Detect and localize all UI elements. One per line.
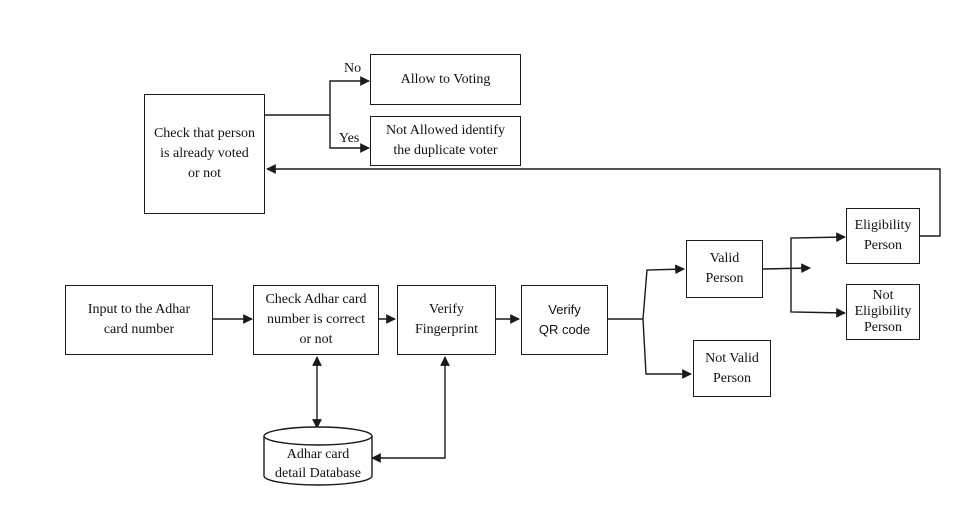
node-not-allowed-duplicate: Not Allowed identify the duplicate voter <box>370 116 521 166</box>
node-verify-fingerprint: Verify Fingerprint <box>397 285 496 355</box>
database-cylinder-top <box>263 426 373 446</box>
edge-split-valid <box>642 264 685 320</box>
edge-label-no: No <box>344 61 362 76</box>
edge-split-eligibility <box>790 232 846 268</box>
node-check-already-voted: Check that person is already voted or no… <box>144 94 265 214</box>
edge-eligibility-loop <box>266 164 941 237</box>
node-not-eligibility-person: Not Eligibility Person <box>846 284 920 340</box>
edge-valid-to-split <box>762 263 811 274</box>
edge-label-yes: Yes <box>339 131 360 146</box>
node-eligibility-person: Eligibility Person <box>846 208 920 264</box>
edge-split-not-valid <box>642 318 692 379</box>
node-check-adhar: Check Adhar card number is correct or no… <box>253 285 379 355</box>
node-verify-qr: Verify QR code <box>521 285 608 355</box>
edge-split-not-eligibility <box>790 268 846 318</box>
node-allow-to-voting: Allow to Voting <box>370 54 521 105</box>
node-not-valid-person: Not Valid Person <box>693 340 771 397</box>
edge-branch-yes <box>329 115 370 153</box>
database-cylinder <box>263 436 373 486</box>
node-input-adhar: Input to the Adhar card number <box>65 285 213 355</box>
node-valid-person: Valid Person <box>686 240 763 298</box>
edge-branch-no <box>329 76 370 115</box>
edge-database-fingerprint <box>371 356 450 463</box>
database-label: Adhar card detail Database <box>275 447 361 481</box>
